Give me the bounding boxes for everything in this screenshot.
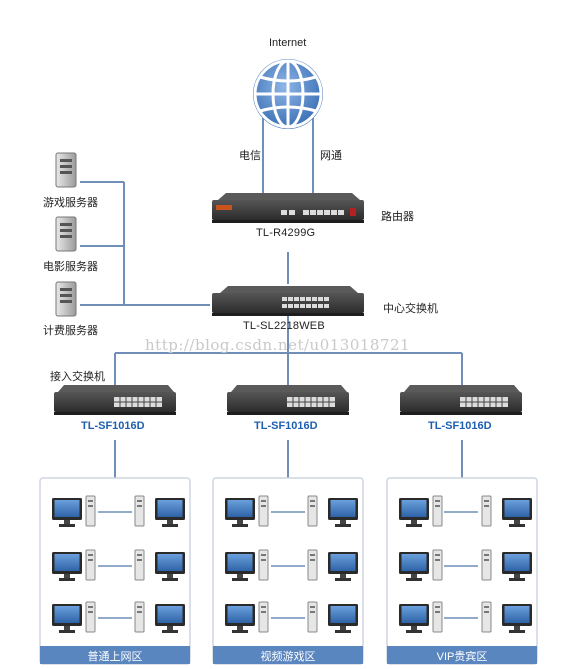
game-server-label: 游戏服务器 xyxy=(43,197,98,209)
access-switch-title: 接入交换机 xyxy=(50,371,105,383)
router-role-label: 路由器 xyxy=(381,211,414,223)
billing-server-label: 计费服务器 xyxy=(43,325,98,337)
pc-icon xyxy=(225,495,269,527)
pc-icon xyxy=(134,495,185,527)
access-switch-2-icon xyxy=(227,385,349,415)
access-switch-3-icon xyxy=(400,385,522,415)
zone-1-label: 普通上网区 xyxy=(87,651,143,663)
access-switch-1-model: TL-SF1016D xyxy=(81,420,145,432)
internet-label: Internet xyxy=(269,37,307,49)
pc-icon xyxy=(134,549,185,581)
access-switch-3-model: TL-SF1016D xyxy=(428,420,492,432)
zone-2-label: 视频游戏区 xyxy=(260,651,316,663)
isp-telecom-label: 电信 xyxy=(239,150,261,162)
isp-netcom-label: 网通 xyxy=(320,150,342,162)
movie-server-icon xyxy=(55,216,77,252)
watermark: http://blog.csdn.net/u013018721 xyxy=(145,336,411,354)
access-switch-1-icon xyxy=(54,385,176,415)
pc-icon xyxy=(399,495,443,527)
movie-server-label: 电影服务器 xyxy=(43,261,98,273)
pc-icon xyxy=(52,495,96,527)
core-switch-device-icon xyxy=(212,286,364,316)
pc-icon xyxy=(399,601,443,633)
pc-icon xyxy=(134,601,185,633)
pc-icon xyxy=(52,549,96,581)
pc-icon xyxy=(52,601,96,633)
pc-layer xyxy=(52,495,532,633)
pc-icon xyxy=(307,549,358,581)
internet-globe-icon xyxy=(253,59,323,129)
pc-icon xyxy=(481,549,532,581)
pc-icon xyxy=(481,601,532,633)
pc-icon xyxy=(307,495,358,527)
billing-server-icon xyxy=(55,281,77,317)
pc-icon xyxy=(399,549,443,581)
pc-icon xyxy=(225,549,269,581)
access-switch-2-model: TL-SF1016D xyxy=(254,420,318,432)
pc-icon xyxy=(225,601,269,633)
router-model-label: TL-R4299G xyxy=(256,227,316,239)
core-switch-model-label: TL-SL2218WEB xyxy=(243,320,325,332)
zone-bus-lines xyxy=(98,511,478,619)
game-server-icon xyxy=(55,152,77,188)
pc-icon xyxy=(307,601,358,633)
core-switch-role-label: 中心交换机 xyxy=(383,303,438,315)
router-device-icon xyxy=(212,193,364,223)
pc-icon xyxy=(481,495,532,527)
zone-3-label: VIP贵宾区 xyxy=(436,651,488,663)
